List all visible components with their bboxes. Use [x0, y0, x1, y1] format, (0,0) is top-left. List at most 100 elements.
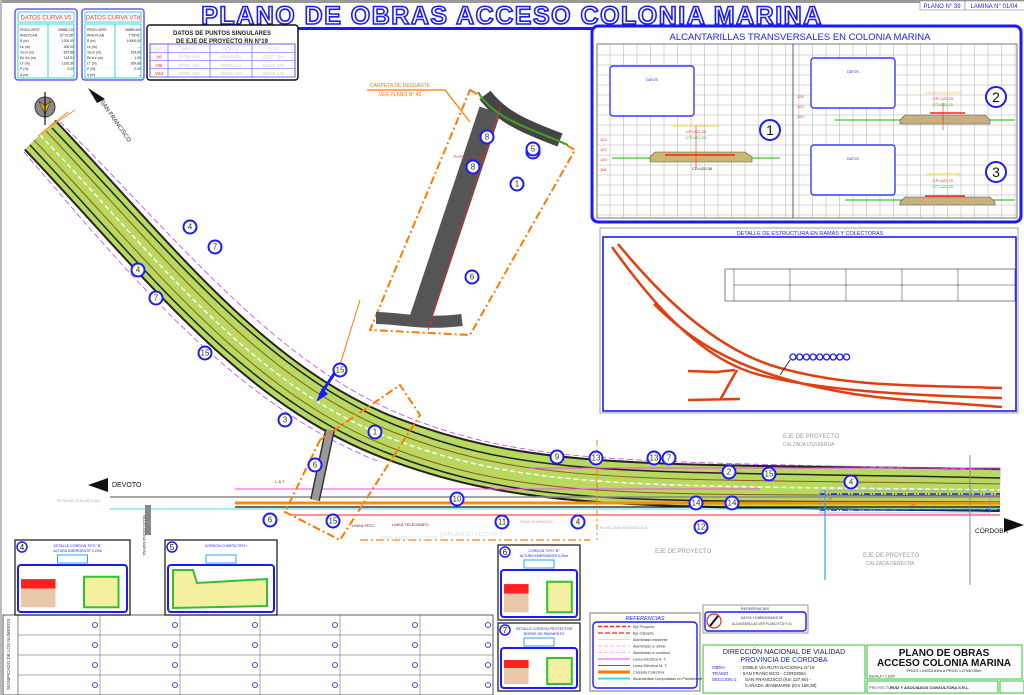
callout-marker: 4: [182, 219, 198, 235]
svg-text:122: 122: [600, 147, 607, 152]
svg-text:ACCESO COLONIA MARINA: ACCESO COLONIA MARINA: [877, 658, 1011, 669]
table-cell: 25843.493: [220, 71, 242, 76]
curve-value: 697,88: [64, 50, 74, 54]
svg-text:4: 4: [849, 478, 854, 487]
svg-text:Eje Calzada: Eje Calzada: [633, 632, 654, 636]
svg-text:BORDE DE PAVIMENTO: BORDE DE PAVIMENTO: [524, 632, 565, 636]
svg-text:7: 7: [667, 454, 672, 463]
curve-value: 300,00: [64, 45, 74, 49]
callout-marker: 2: [721, 464, 737, 480]
svg-text:DATOS DE PUNTOS SINGULARES: DATOS DE PUNTOS SINGULARES: [173, 31, 271, 37]
svg-text:ZONA DE ARBOLES: ZONA DE ARBOLES: [520, 520, 553, 524]
svg-text:CD=120.30: CD=120.30: [692, 166, 713, 171]
callout-marker: 6: [307, 457, 323, 473]
svg-text:11: 11: [498, 518, 507, 527]
callout-marker: 6: [262, 512, 278, 528]
callout-marker: 7: [661, 450, 677, 466]
svg-text:DATOS: DATOS: [847, 70, 859, 74]
curve-param: PROG.VERT: [87, 28, 107, 32]
svg-text:SECCION 1:: SECCION 1:: [712, 677, 738, 682]
svg-text:REFERENCIAS: REFERENCIAS: [625, 616, 664, 622]
svg-text:2: 2: [727, 468, 732, 477]
svg-text:6: 6: [313, 461, 318, 470]
curve-param: Le (m): [20, 45, 30, 49]
curve-param: Le (m): [87, 45, 97, 49]
svg-text:2: 2: [992, 89, 1000, 105]
svg-text:Línea Eléctrica M. T.: Línea Eléctrica M. T.: [633, 664, 667, 668]
svg-text:PLANO DE OBRAS: PLANO DE OBRAS: [899, 648, 990, 659]
svg-text:Alambrado a construir: Alambrado a construir: [633, 651, 671, 655]
svg-text:Alambrado existente: Alambrado existente: [633, 638, 668, 642]
table-cell: V6I: [156, 63, 163, 68]
curve-param: Ta d.i (m): [20, 50, 34, 54]
svg-text:7: 7: [503, 626, 508, 635]
svg-text:6: 6: [268, 516, 273, 525]
svg-text:DETALLE DE ESTRUCTURA EN RAMA: DETALLE DE ESTRUCTURA EN RAMAS Y COLECTO…: [737, 231, 884, 237]
svg-text:10: 10: [453, 495, 462, 504]
curve-value: 116,91: [64, 56, 74, 60]
bead-marker: [836, 353, 844, 361]
table-cell: 56128.148: [263, 71, 285, 76]
svg-text:Eje Proyecto: Eje Proyecto: [633, 625, 655, 629]
svg-text:CP=121.70: CP=121.70: [933, 178, 954, 183]
callout-marker: 4: [130, 262, 146, 278]
bead-marker: [816, 353, 824, 361]
svg-text:CP=121.20: CP=121.20: [686, 129, 707, 134]
table-cell: 25806.212: [220, 63, 242, 68]
bead-marker: [829, 353, 837, 361]
svg-text:DATOS CURVA VTd: DATOS CURVA VTd: [86, 16, 141, 22]
svg-text:L.A.T.: L.A.T.: [275, 479, 285, 484]
svg-text:Pr.PR. 27720,00m: Pr.PR. 27720,00m: [454, 154, 487, 159]
curve-value: 1,00: [134, 56, 141, 60]
svg-text:DATOS: DATOS: [646, 78, 658, 82]
svg-text:ESCALA = 1:1000: ESCALA = 1:1000: [869, 675, 895, 679]
curve-value: 10°10'38": [59, 34, 74, 38]
bead-marker: [842, 353, 851, 361]
culverts-title: ALCANTARILLAS TRANSVERSALES EN COLONIA M…: [670, 32, 932, 43]
curve-param: P (%): [20, 67, 28, 71]
road-network: [23, 109, 1001, 585]
bead-marker: [796, 353, 804, 361]
table-cell: 56126.960: [263, 63, 285, 68]
callout-marker: 7: [207, 239, 223, 255]
table-cell: 56127.554: [263, 55, 285, 60]
curve-value: ---: [138, 45, 141, 49]
svg-text:DIRECCIÓN NACIONAL DE VIALIDAD: DIRECCIÓN NACIONAL DE VIALIDAD: [723, 647, 845, 656]
curve-value: 1200,00: [62, 39, 74, 43]
svg-text:VTc: VTc: [910, 503, 917, 508]
svg-text:6: 6: [470, 273, 475, 282]
column-header: NORTE: [223, 47, 239, 52]
callout-marker: 4: [570, 514, 586, 530]
curve-value: ---: [138, 73, 141, 77]
svg-text:CORDON TIPO "B": CORDON TIPO "B": [528, 549, 560, 553]
svg-text:4: 4: [20, 543, 25, 552]
north-arrow-icon: [34, 92, 56, 125]
san-francisco-label: SAN FRANCISCO: [98, 100, 131, 144]
svg-text:120: 120: [600, 157, 607, 162]
svg-text:120: 120: [797, 114, 804, 119]
svg-text:PROVINCIA DE CÓRDOBA: PROVINCIA DE CÓRDOBA: [740, 655, 827, 664]
table-cell: 26750.000: [178, 63, 200, 68]
svg-text:CALZADA IZQUIERDA: CALZADA IZQUIERDA: [925, 91, 962, 95]
callout-marker: 8: [465, 159, 481, 175]
svg-text:CT=121.20: CT=121.20: [686, 135, 707, 140]
curve-param: PROG.VERT: [20, 28, 40, 32]
callout-marker: 12: [693, 519, 709, 535]
svg-text:5: 5: [170, 543, 175, 552]
title-block: DIRECCIÓN NACIONAL DE VIALIDAD PROVINCIA…: [702, 644, 1024, 694]
svg-text:4: 4: [136, 266, 141, 275]
svg-text:15: 15: [336, 366, 345, 375]
table-cell: V6: [156, 55, 162, 60]
svg-text:DETALLE CORDON PROTECTOR: DETALLE CORDON PROTECTOR: [516, 627, 573, 631]
curve-param: Δ (m): [87, 73, 95, 77]
callout-marker: 13: [646, 450, 662, 466]
svg-text:VILLA COLONIA MARINA: VILLA COLONIA MARINA: [142, 515, 146, 556]
svg-text:ACCESO COLONIA MARINA: ACCESO COLONIA MARINA: [673, 124, 720, 128]
svg-text:CT=121.20: CT=121.20: [933, 184, 954, 189]
top-frame: [0, 0, 1024, 3]
svg-text:Calzada Colectora: Calzada Colectora: [633, 671, 665, 675]
culvert-3-badge: 3: [985, 161, 1007, 183]
svg-text:8: 8: [485, 133, 490, 142]
